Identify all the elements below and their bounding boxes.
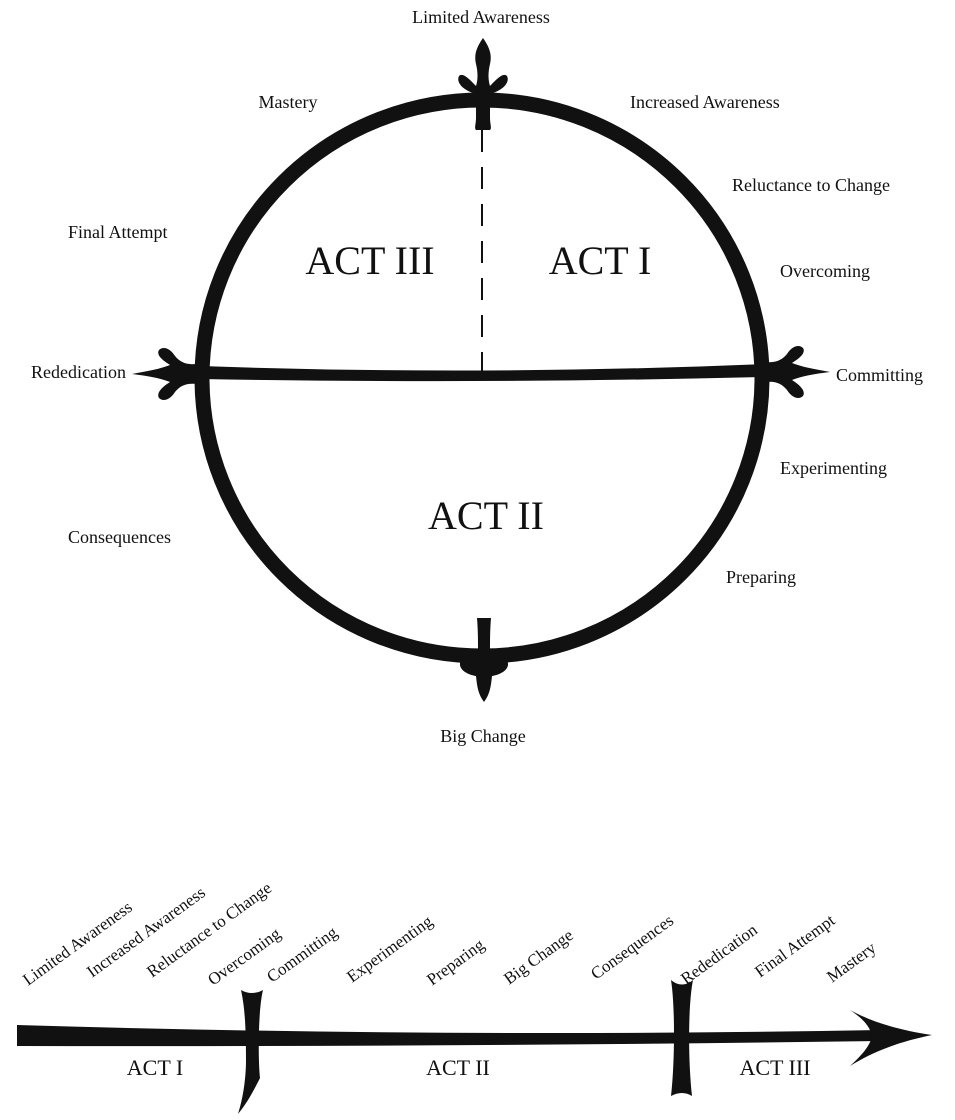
horizontal-axis [200,364,765,382]
circle-diagram: Limited Awareness Mastery Increased Awar… [31,7,923,746]
right-fleur-icon [766,346,830,398]
label-limited-awareness: Limited Awareness [412,7,550,27]
label-overcoming: Overcoming [780,261,870,281]
top-fleur-icon [458,38,508,130]
timeline-arrow-head-icon [850,1010,932,1066]
label-mastery: Mastery [259,92,318,112]
timeline-act-divider-1 [238,990,263,1114]
circle-act-1-label: ACT I [549,238,652,283]
label-increased-awareness: Increased Awareness [630,92,780,112]
left-fleur-icon [132,348,196,400]
timeline-diagram: Limited Awareness Increased Awareness Re… [17,878,932,1114]
label-committing: Committing [836,365,923,385]
circle-act-3-label: ACT III [305,238,434,283]
circle-act-2-label: ACT II [428,493,544,538]
timeline-act-divider-2 [671,980,693,1096]
timeline-act-2-label: ACT II [426,1055,490,1080]
label-consequences: Consequences [68,527,171,547]
bottom-fleur-icon [459,618,509,702]
label-preparing: Preparing [726,567,796,587]
label-reluctance-to-change: Reluctance to Change [732,175,890,195]
timeline-stage-labels: Limited Awareness Increased Awareness Re… [19,878,880,989]
label-big-change: Big Change [440,726,526,746]
timeline-stage-label: Mastery [823,938,880,986]
timeline-arrow-shaft [17,1025,880,1047]
timeline-stage-label: Rededication [677,920,761,988]
timeline-stage-label: Experimenting [343,911,436,986]
timeline-act-1-label: ACT I [127,1055,183,1080]
label-rededication: Rededication [31,362,126,382]
timeline-act-3-label: ACT III [739,1055,810,1080]
timeline-stage-label: Big Change [500,925,576,988]
timeline-stage-label: Consequences [587,911,677,984]
label-experimenting: Experimenting [780,458,887,478]
label-final-attempt: Final Attempt [68,222,168,242]
timeline-stage-label: Preparing [423,935,488,990]
